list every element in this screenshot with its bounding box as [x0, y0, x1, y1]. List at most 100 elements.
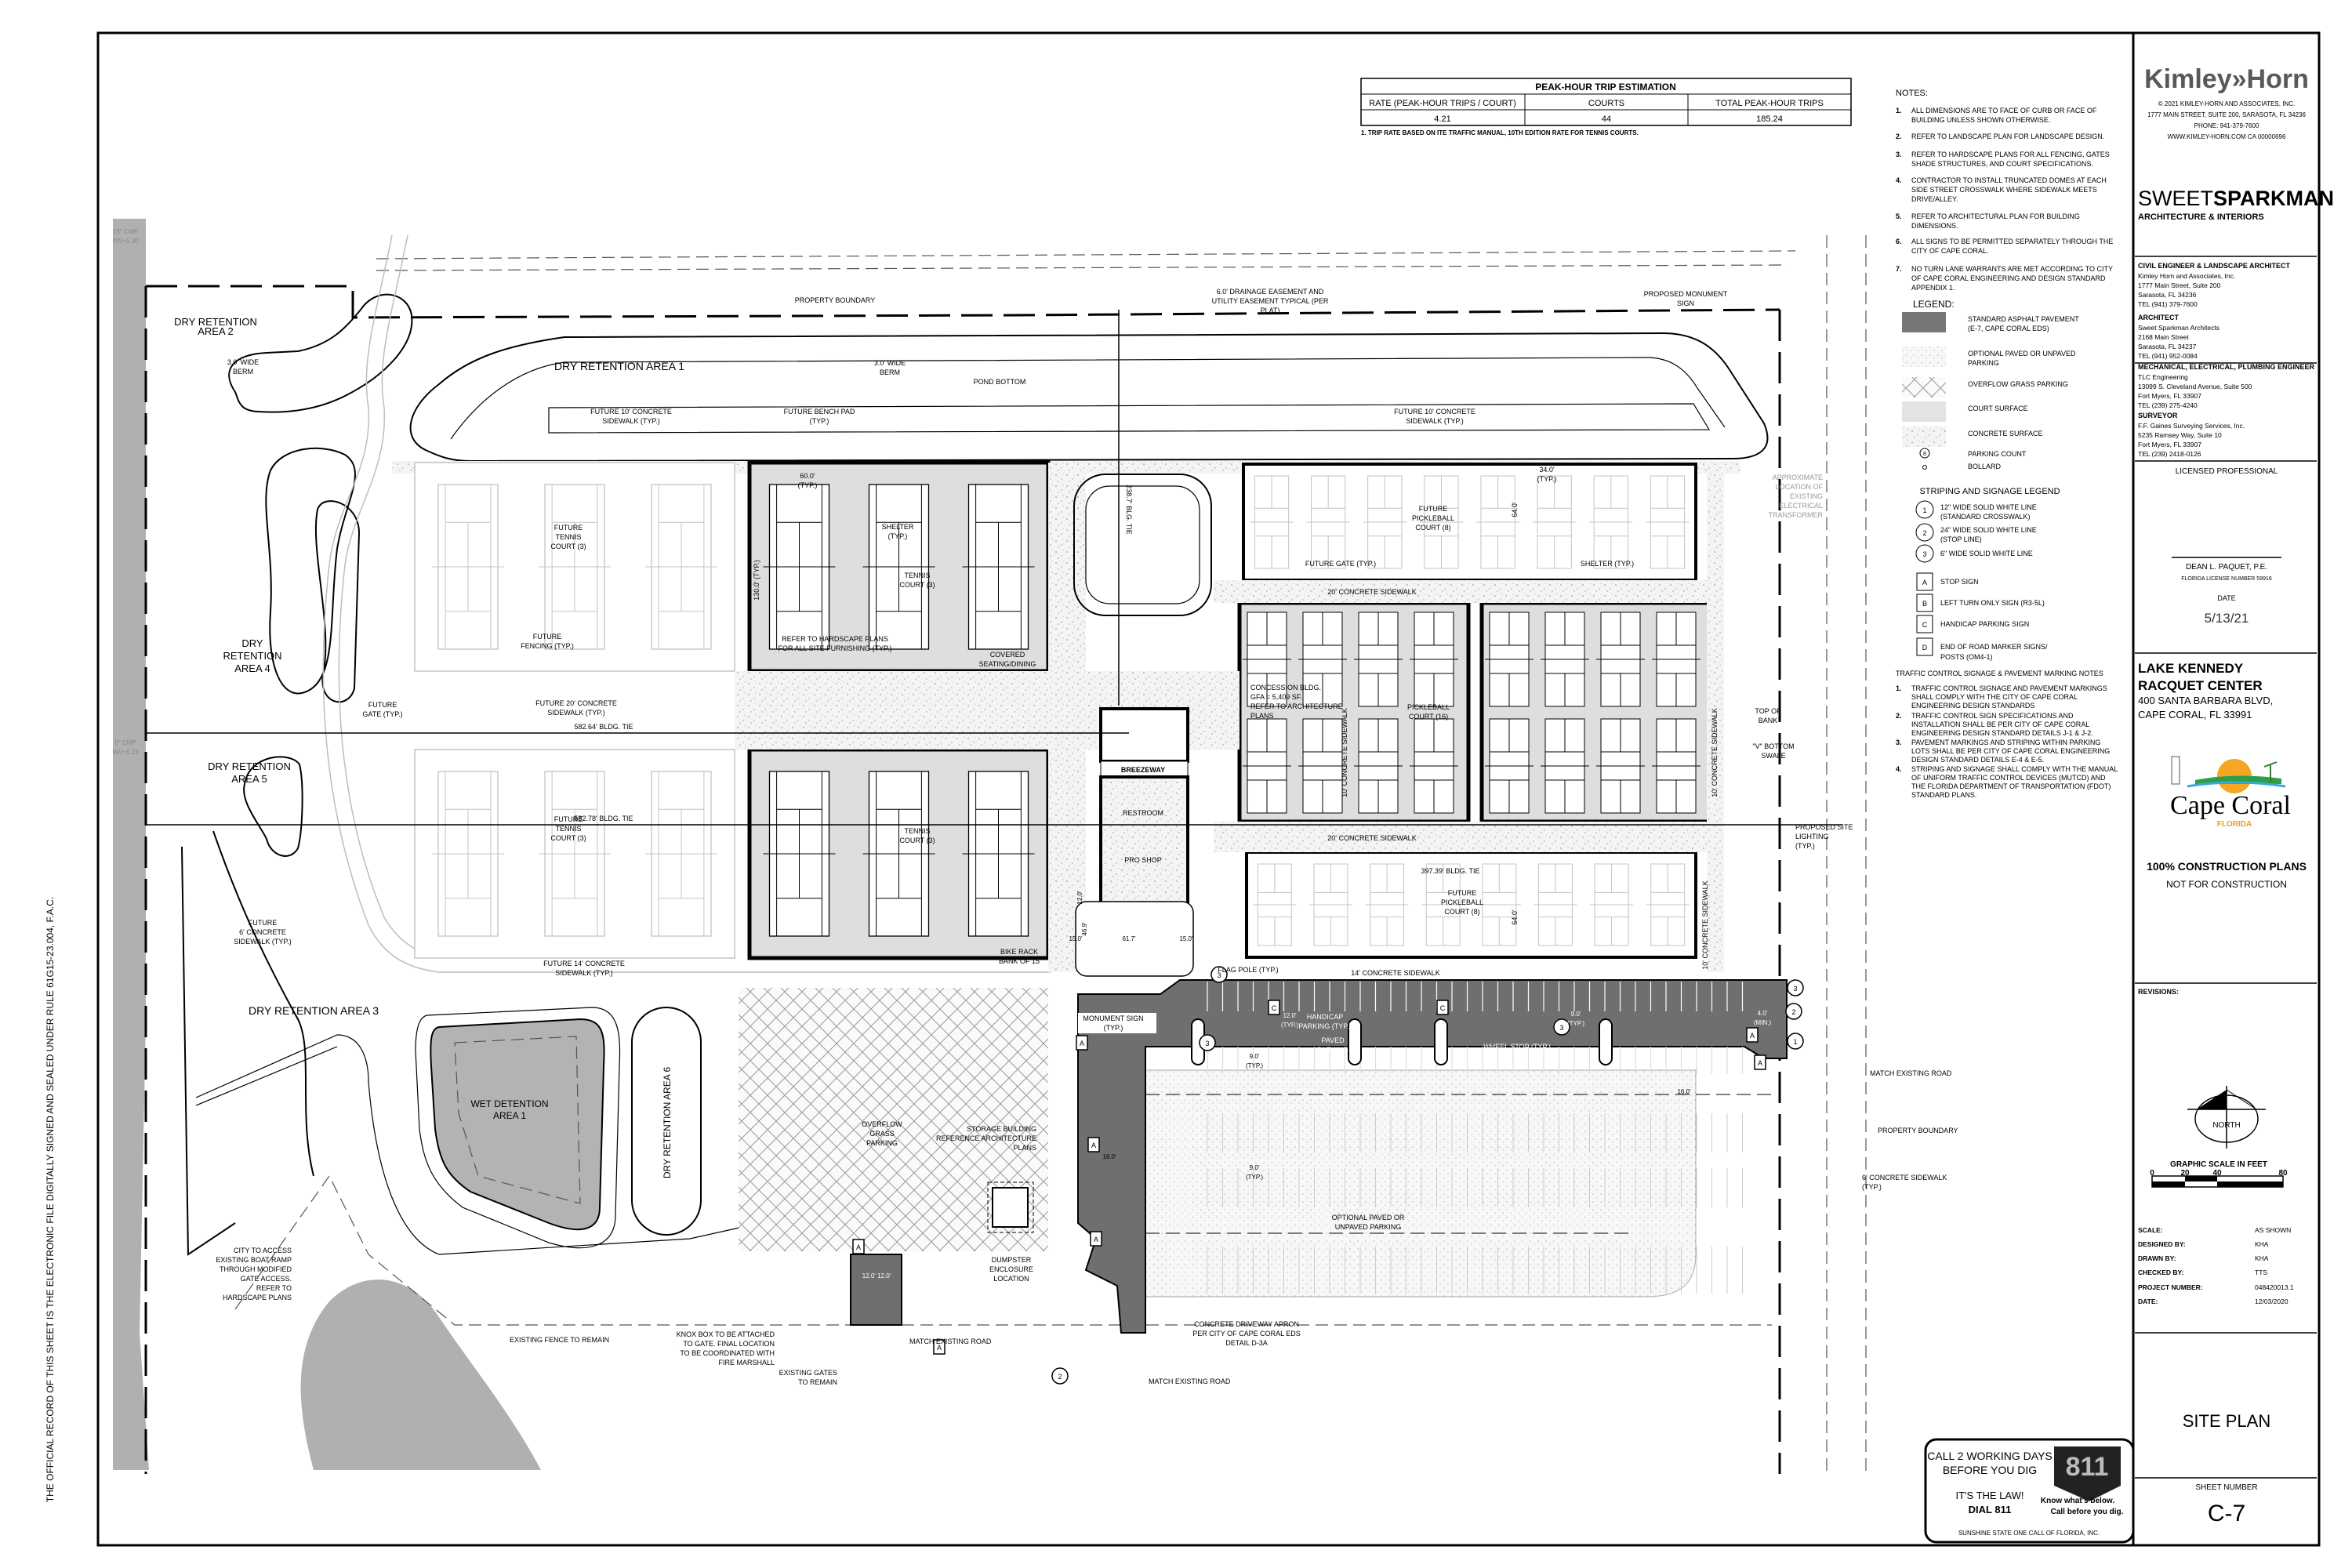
- sign-marker-letter: A: [1094, 1236, 1098, 1243]
- note-text: SHADE STRUCTURES, AND COURT SPECIFICATIO…: [1911, 160, 2093, 168]
- label-dim-15-b: 15.0': [1179, 935, 1193, 942]
- label-transformer: LOCATION OF: [1776, 483, 1824, 491]
- label-future-pickleball-bottom: FUTURE: [1448, 889, 1477, 897]
- trip-table-header: RATE (PEAK-HOUR TRIPS / COURT): [1369, 99, 1516, 108]
- label-dim-34: 34.0': [1539, 466, 1555, 474]
- sign-legend-text: HANDICAP PARKING SIGN: [1940, 620, 2029, 628]
- label-dim-16-a: 16.0': [1677, 1088, 1691, 1095]
- traffic-note-text: INSTALLATION SHALL BE PER CITY OF CAPE C…: [1911, 720, 2089, 728]
- striping-legend-number: 1: [1922, 506, 1926, 514]
- label-city-access: HARDSCAPE PLANS: [223, 1294, 292, 1301]
- sheet-info-value: 048420013.1: [2255, 1283, 2294, 1291]
- label-future-sidewalk-a: FUTURE 10' CONCRETE: [590, 408, 672, 416]
- label-future-gate: FUTURE: [368, 701, 397, 709]
- north-arrow: [2187, 1086, 2266, 1149]
- consultant-detail: Sweet Sparkman Architects: [2138, 324, 2220, 332]
- project-name: RACQUET CENTER: [2138, 678, 2263, 693]
- label-tennis-bottom: TENNIS: [904, 827, 930, 835]
- sheet-info-label: CHECKED BY:: [2138, 1269, 2184, 1276]
- note-text: SIDE STREET CROSSWALK WHERE SIDEWALK MEE…: [1911, 186, 2097, 194]
- label-knox-box: FIRE MARSHALL: [718, 1359, 775, 1367]
- label-concession: PLANS: [1250, 712, 1274, 720]
- note-number: 3.: [1896, 151, 1902, 158]
- label-overflow-parking: OVERFLOW: [862, 1120, 902, 1128]
- label-transformer: EXISTING: [1790, 492, 1823, 500]
- label-future-tennis-bottom: FUTURE: [554, 815, 583, 823]
- striping-legend-title: STRIPING AND SIGNAGE LEGEND: [1919, 487, 2060, 496]
- traffic-note-text: OF UNIFORM TRAFFIC CONTROL DEVICES (MUTC…: [1911, 774, 2106, 782]
- pond-bottom-line: [548, 403, 1711, 434]
- trip-table-header: TOTAL PEAK-HOUR TRIPS: [1715, 99, 1824, 108]
- label-transformer: ELECTRICAL: [1779, 502, 1823, 510]
- label-tennis-top: COURT (3): [899, 581, 935, 589]
- consultant-detail: 5235 Ramsey Way, Suite 10: [2138, 431, 2222, 439]
- traffic-note-text: STANDARD PLANS.: [1911, 791, 1976, 799]
- striping-legend-circle: [1915, 500, 1934, 519]
- label-future-pickleball-top: FUTURE: [1419, 505, 1448, 513]
- label-bike-rack: BIKE RACK: [1000, 948, 1038, 956]
- note-number: 2.: [1896, 132, 1902, 140]
- sheet-info-label: SCALE:: [2138, 1226, 2163, 1234]
- label-future-gate-2: FUTURE GATE (TYP.): [1305, 560, 1376, 568]
- title-block-lines: [2135, 256, 2317, 1479]
- label-sidewalk-10-c: 10' CONCRETE SIDEWALK: [1701, 880, 1709, 969]
- sign-marker-box: [1268, 1000, 1280, 1015]
- label-future-sidewalk-b: FUTURE 10' CONCRETE: [1394, 408, 1475, 416]
- legend-item-label: OPTIONAL PAVED OR UNPAVED: [1968, 350, 2076, 358]
- graphic-scale-bar: [2151, 1175, 2284, 1188]
- label-cmp-top: 15" CMP: [113, 228, 138, 235]
- digital-signature-certification: THE OFFICIAL RECORD OF THIS SHEET IS THE…: [45, 897, 56, 1502]
- wet-detention-outer: [415, 1007, 621, 1249]
- striping-legend-text: (STOP LINE): [1940, 535, 1982, 543]
- kimley-horn-info: WWW.KIMLEY-HORN.COM CA 00000696: [2168, 133, 2286, 140]
- striping-callout-circle: [1787, 979, 1804, 996]
- access-road: [195, 1034, 761, 1255]
- label-wheel-stop: WHEEL STOP (TYP.): [1483, 1043, 1551, 1051]
- striping-legend-text: (STANDARD CROSSWALK): [1940, 513, 2031, 521]
- concrete-surface-swatch: [1902, 426, 1946, 447]
- sign-marker-letter: A: [1080, 1040, 1084, 1047]
- kimley-horn-logo-part: Horn: [2247, 64, 2309, 94]
- kimley-horn-info: © 2021 KIMLEY-HORN AND ASSOCIATES, INC.: [2158, 100, 2295, 107]
- sign-legend-text: LEFT TURN ONLY SIGN (R3-5L): [1940, 599, 2045, 607]
- traffic-note-text: LOTS SHALL BE PER CITY OF CAPE CORAL ENG…: [1911, 747, 2110, 755]
- label-bldg-tie-1: 582.64' BLDG. TIE: [574, 723, 633, 731]
- concession-building: [1099, 707, 1189, 763]
- consultant-detail: TEL (941) 379-7600: [2138, 300, 2198, 308]
- north-south-walk: [1048, 463, 1086, 972]
- label-dim-12-a: 12.0': [1076, 891, 1083, 905]
- consultant-detail: 13099 S. Cleveland Avenue, Suite 500: [2138, 383, 2252, 390]
- label-paved-parking: PARKING: [1317, 1046, 1348, 1054]
- licensed-professional: LICENSED PROFESSIONAL: [2176, 467, 2278, 476]
- label-sidewalk-6: 6' CONCRETE SIDEWALK: [1862, 1174, 1947, 1181]
- label-monument-sign: (TYP.): [1104, 1024, 1123, 1032]
- striping-legend-number: 2: [1922, 529, 1926, 537]
- sign-marker-letter: A: [1758, 1059, 1762, 1067]
- label-dim-15-a: 15.0': [1069, 935, 1083, 942]
- label-monument-sign: MONUMENT SIGN: [1083, 1014, 1143, 1022]
- striping-legend-circle: [1915, 523, 1934, 542]
- label-dry-ret-4: AREA 4: [234, 662, 270, 674]
- sign-marker-box: [1746, 1027, 1759, 1043]
- cape-coral-logo-state: FLORIDA: [2217, 820, 2252, 829]
- label-wet-detention: WET DETENTION: [470, 1098, 548, 1109]
- sheet-info-label: PROJECT NUMBER:: [2138, 1283, 2203, 1291]
- pickleball-walk-top: [1214, 580, 1715, 603]
- engineer-name: DEAN L. PAQUET, P.E.: [2186, 563, 2267, 572]
- sign-legend-box: [1916, 637, 1933, 656]
- label-future-20-sidewalk: SIDEWALK (TYP.): [547, 709, 605, 717]
- label-driveway-apron: PER CITY OF CAPE CORAL EDS: [1192, 1330, 1301, 1338]
- label-pickleball-16: PICKLEBALL: [1407, 703, 1450, 711]
- legend-item-label: STANDARD ASPHALT PAVEMENT: [1968, 315, 2079, 323]
- dry-retention-area-2: [228, 293, 413, 413]
- sheet-border: [96, 31, 2321, 1547]
- consultant-detail: F.F. Gaines Surveying Services, Inc.: [2138, 422, 2245, 430]
- walkway-curve: [322, 234, 1051, 973]
- trip-table-title: PEAK-HOUR TRIP ESTIMATION: [1535, 82, 1676, 93]
- sign-legend-letter: A: [1922, 579, 1927, 586]
- sign-legend-text: STOP SIGN: [1940, 578, 1979, 586]
- striping-callout-number: 3: [1793, 985, 1797, 993]
- label-property-boundary: PROPERTY BOUNDARY: [795, 296, 876, 304]
- label-wet-detention: AREA 1: [493, 1110, 526, 1121]
- note-number: 5.: [1896, 212, 1902, 220]
